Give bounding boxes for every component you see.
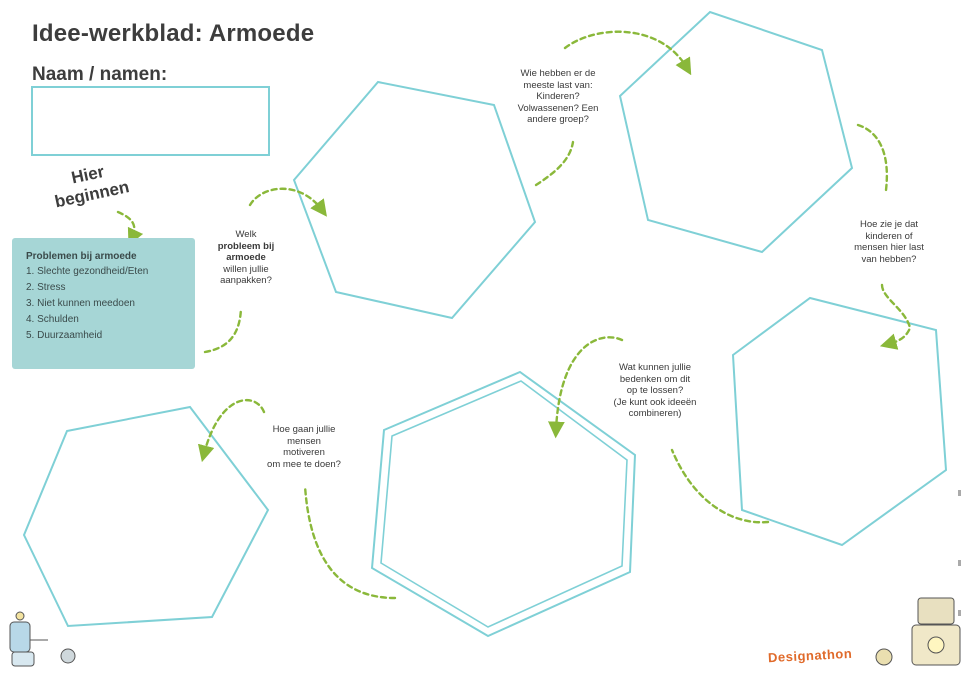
problems-list-box: Problemen bij armoede 1. Slechte gezondh… <box>12 238 195 369</box>
hexagon-evidence[interactable] <box>731 296 948 547</box>
hexagon-target-group[interactable] <box>618 10 854 254</box>
problem-item: 2. Stress <box>26 282 66 293</box>
question-evidence: Hoe zie je dat kinderen of mensen hier l… <box>854 219 924 265</box>
hexagon-motivation[interactable] <box>22 405 270 628</box>
problems-title: Problemen bij armoede <box>26 251 137 262</box>
arrow-from-box <box>203 306 243 354</box>
question-solution: Wat kunnen jullie bedenken om dit op te … <box>613 362 697 419</box>
problem-item: 1. Slechte gezondheid/Eten <box>26 266 149 277</box>
hexagon-solution-outer[interactable] <box>370 370 637 638</box>
arrow-from-hex1 <box>534 140 575 187</box>
arrow-from-hex2 <box>856 123 888 192</box>
arrow-to-hex4 <box>548 336 624 439</box>
problem-item: 4. Schulden <box>26 314 79 325</box>
page-title: Idee-werkblad: Armoede <box>32 20 315 47</box>
robot-right-icon <box>875 597 961 666</box>
footer-vertical-marks <box>958 490 961 616</box>
robot-left-icon <box>9 611 76 667</box>
name-input-box[interactable] <box>31 86 270 156</box>
problems-list: 1. Slechte gezondheid/Eten 2. Stress 3. … <box>26 266 185 342</box>
hexagon-solution-inner <box>380 380 628 628</box>
hexagon-problem[interactable] <box>292 80 537 320</box>
arrow-to-hex2 <box>563 30 692 76</box>
name-label: Naam / namen: <box>32 64 168 85</box>
question-motivation: Hoe gaan jullie mensen motiveren om mee … <box>267 424 341 470</box>
arrow-start <box>116 210 144 246</box>
question-target-group: Wie hebben er de meeste last van: Kinder… <box>517 68 599 125</box>
arrow-from-hex4 <box>303 484 397 600</box>
arrow-to-hex5 <box>197 399 266 463</box>
arrow-to-hex1 <box>248 187 327 217</box>
question-problem: Welk probleem bij armoede willen jullie … <box>217 229 275 286</box>
arrow-to-hex3 <box>879 283 912 350</box>
problem-item: 5. Duurzaamheid <box>26 330 103 341</box>
arrow-from-hex3 <box>670 448 770 524</box>
problem-item: 3. Niet kunnen meedoen <box>26 298 135 309</box>
